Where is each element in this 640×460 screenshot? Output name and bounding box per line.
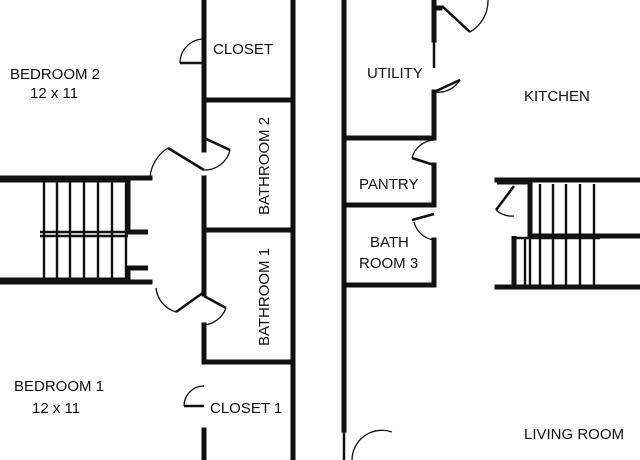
bath-3-line2: ROOM 3 [359, 255, 418, 272]
door-right-stair [495, 185, 515, 217]
door-bathroom-1 [203, 294, 227, 326]
left-staircase [0, 177, 148, 283]
living-room-label: LIVING ROOM [524, 426, 624, 443]
bath-3-line1: BATH [370, 234, 409, 251]
bedroom-2-size: 12 x 11 [30, 85, 78, 102]
door-bathroom-2 [203, 136, 231, 171]
utility-label: UTILITY [367, 65, 423, 82]
bathroom-2-label: BATHROOM 2 [256, 117, 273, 215]
door-closet [179, 38, 205, 65]
closet-label: CLOSET [213, 41, 273, 58]
bathroom-1-label: BATHROOM 1 [256, 248, 273, 346]
door-bedroom-2 [149, 146, 205, 179]
closet-1-label: CLOSET 1 [210, 400, 282, 417]
bedroom-1-name: BEDROOM 1 [14, 378, 104, 395]
door-utility [432, 42, 461, 94]
door-living-room [342, 429, 393, 460]
right-staircase [497, 179, 640, 285]
door-top-entry [441, 0, 489, 33]
doors [149, 0, 515, 460]
door-bathroom-3 [411, 212, 435, 241]
kitchen-label: KITCHEN [524, 88, 590, 105]
door-closet-1 [183, 385, 205, 408]
room-labels: BEDROOM 2 12 x 11 CLOSET BATHROOM 2 BATH… [10, 41, 624, 443]
pantry-label: PANTRY [359, 176, 418, 193]
bedroom-1-size: 12 x 11 [32, 400, 80, 417]
door-pantry [411, 139, 435, 167]
door-bedroom-1 [155, 287, 205, 314]
bedroom-2-name: BEDROOM 2 [10, 66, 100, 83]
